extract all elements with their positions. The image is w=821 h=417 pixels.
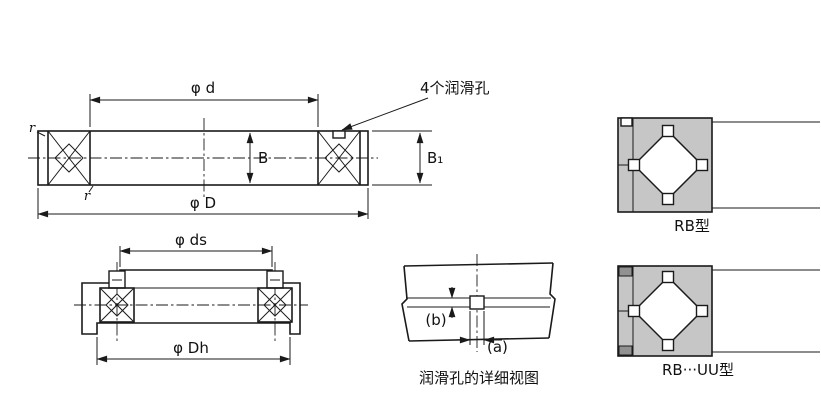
roller-cross-left	[47, 130, 91, 186]
dim-label-phi-ds: φ ds	[175, 231, 207, 249]
ring-segment-outline	[401, 262, 556, 342]
lube-hole	[332, 130, 346, 139]
rb-type-label: RB型	[674, 217, 710, 235]
dim-B: B	[246, 132, 268, 184]
dim-label-phi-D: φ D	[190, 194, 216, 212]
lube-holes-label: 4个润滑孔	[420, 79, 490, 97]
dim-b-detail: (b)	[425, 287, 456, 329]
roller-cross-right	[317, 130, 361, 186]
dim-B1: B₁	[372, 130, 443, 186]
lube-holes-callout: 4个润滑孔	[341, 79, 490, 131]
detail-caption: 润滑孔的详细视图	[419, 369, 539, 387]
rb-type-section: RB型	[617, 117, 820, 235]
dim-label-b1: B₁	[427, 149, 443, 167]
rb-lube-plug	[620, 117, 633, 127]
dim-phi-D: φ D	[37, 188, 369, 219]
dim-label-b: B	[258, 149, 268, 167]
detail-dim-a-label: (a)	[487, 338, 508, 356]
dim-a-detail: (a)	[452, 311, 508, 356]
bearing-outline	[37, 130, 369, 186]
rb-uu-seal-bottom	[618, 345, 633, 356]
mount-section-drawing: φ ds φ Dh	[74, 231, 308, 365]
dim-phi-ds: φ ds	[119, 231, 273, 267]
roller-cross-left	[99, 287, 135, 323]
dim-label-phi-dh: φ Dh	[173, 339, 209, 357]
r-label-top: r	[29, 121, 36, 136]
lube-hole-detail	[469, 295, 485, 310]
rb-uu-seal-top	[618, 266, 633, 277]
split-lines	[406, 297, 551, 308]
rb-uu-type-section: RB···UU型	[617, 265, 820, 379]
dim-phi-dh: φ Dh	[96, 337, 291, 365]
rb-uu-cage-squares	[627, 270, 709, 352]
roller-cross-right	[257, 287, 293, 323]
radius-callouts: r r	[29, 121, 94, 204]
detail-dim-b-label: (b)	[425, 311, 446, 329]
r-label-bottom: r	[84, 189, 91, 204]
dim-label-phi-d: φ d	[191, 79, 215, 97]
side-section-drawing: φ d 4个润滑孔 B B₁ φ D r	[28, 79, 490, 219]
dim-phi-d: φ d	[89, 79, 319, 127]
lube-hole-detail-drawing: (b) (a) 润滑孔的详细视图	[401, 254, 556, 387]
rb-uu-type-label: RB···UU型	[662, 361, 734, 379]
housing-outline	[81, 269, 301, 335]
rb-cage-squares	[627, 124, 709, 206]
lube-leader-line	[341, 97, 429, 131]
